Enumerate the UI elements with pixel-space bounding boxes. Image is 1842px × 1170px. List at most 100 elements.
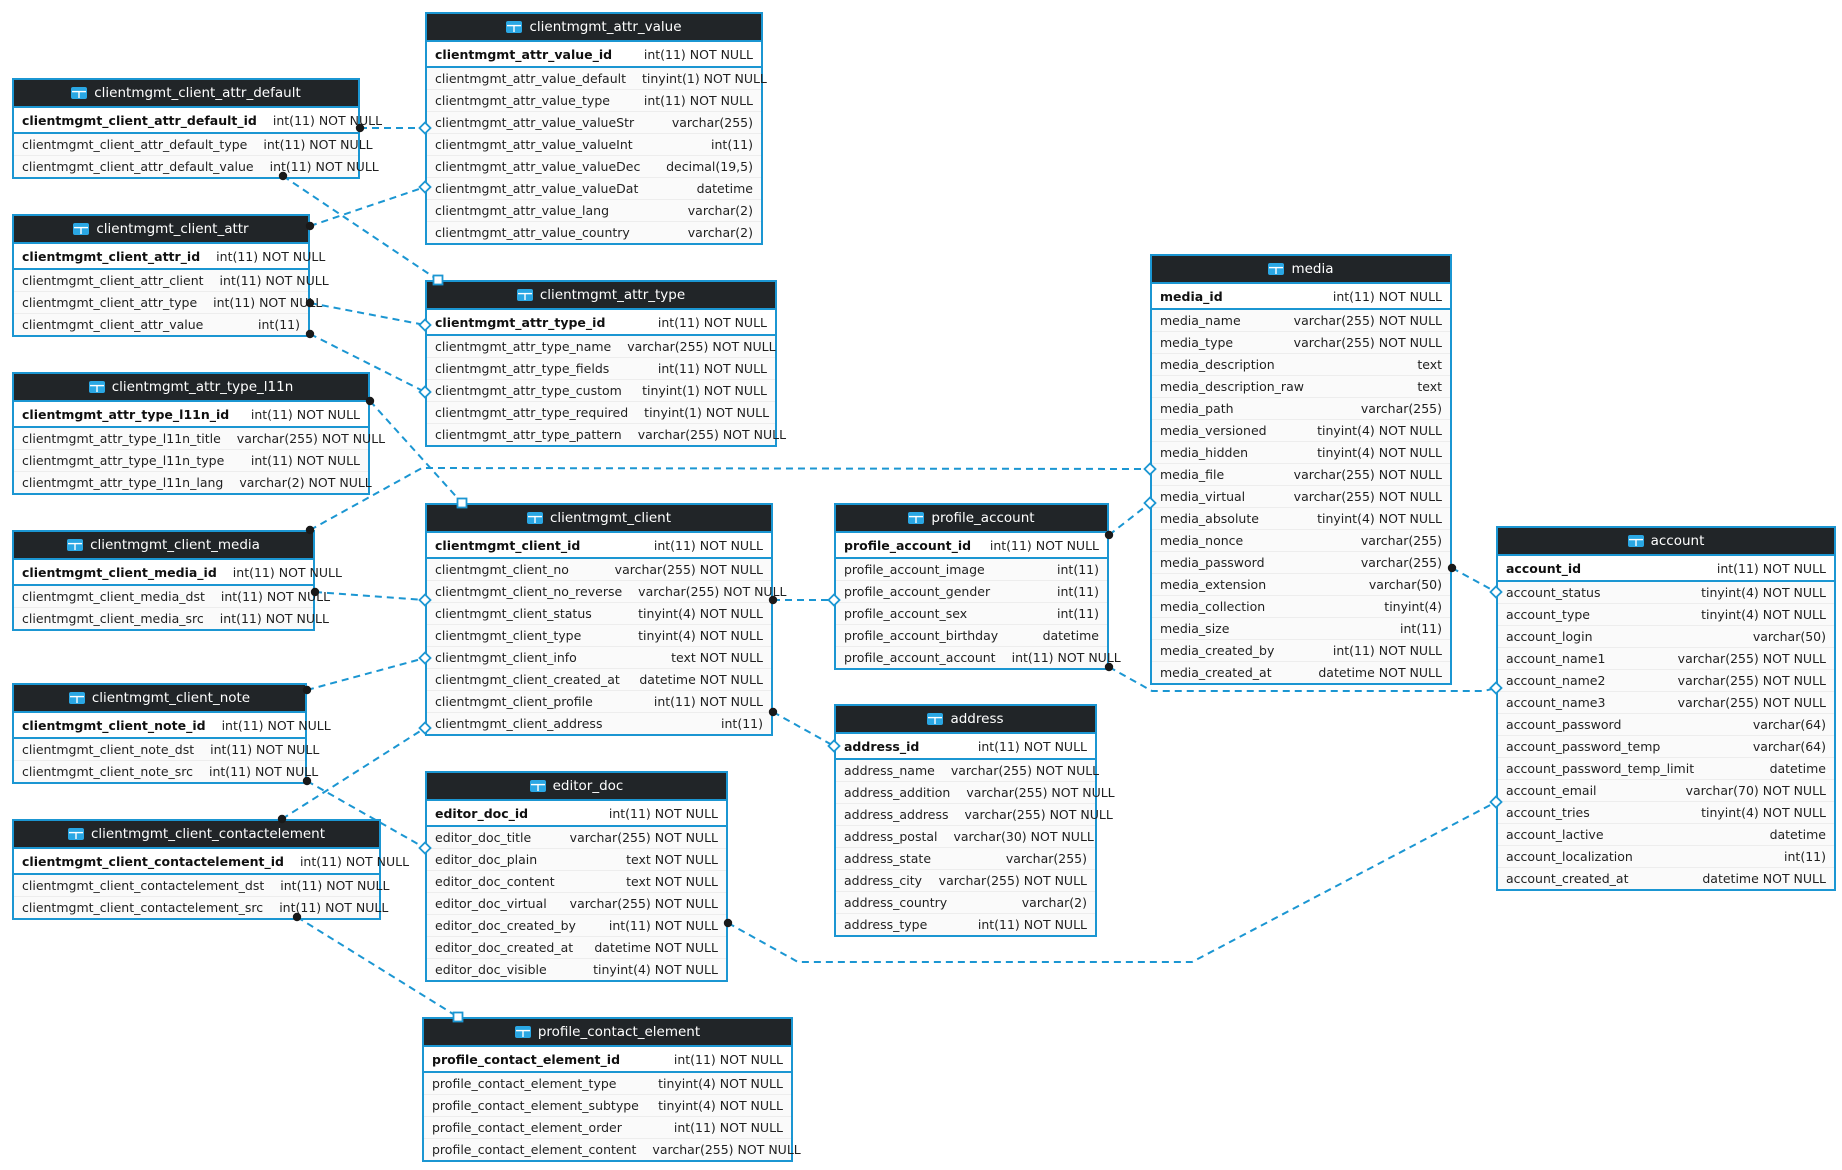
table-header-clientmgmt_client_contactelement[interactable]: clientmgmt_client_contactelement bbox=[14, 821, 379, 849]
column-type: varchar(255) NOT NULL bbox=[652, 1142, 801, 1157]
table-clientmgmt_client_attr[interactable]: clientmgmt_client_attr clientmgmt_client_… bbox=[12, 214, 329, 337]
column-name: clientmgmt_attr_value_type bbox=[435, 93, 610, 108]
table-clientmgmt_client_media[interactable]: clientmgmt_client_media clientmgmt_client… bbox=[12, 530, 342, 631]
column-type: int(11) NOT NULL bbox=[209, 764, 319, 779]
table-name: address bbox=[950, 711, 1004, 727]
column-name: editor_doc_created_by bbox=[435, 918, 576, 933]
table-header-profile_contact_element[interactable]: profile_contact_element bbox=[424, 1019, 791, 1047]
table-name: clientmgmt_client_media bbox=[90, 537, 260, 553]
table-header-address[interactable]: address bbox=[836, 706, 1095, 734]
column-name: clientmgmt_attr_type_fields bbox=[435, 361, 610, 376]
column-type: varchar(255) NOT NULL bbox=[638, 584, 787, 599]
table-header-clientmgmt_client[interactable]: clientmgmt_client bbox=[427, 505, 771, 533]
column-name: media_password bbox=[1160, 555, 1265, 570]
column-name: account_name3 bbox=[1506, 695, 1606, 710]
column-type: int(11) NOT NULL bbox=[250, 453, 360, 468]
column-name: media_versioned bbox=[1160, 423, 1267, 438]
column-type: int(11) NOT NULL bbox=[269, 159, 379, 174]
column-name: profile_account_sex bbox=[844, 606, 968, 621]
column-type: varchar(255) bbox=[1360, 401, 1442, 416]
table-header-editor_doc[interactable]: editor_doc bbox=[427, 773, 726, 801]
column-name: media_type bbox=[1160, 335, 1234, 350]
column-type: varchar(50) bbox=[1752, 629, 1826, 644]
table-header-clientmgmt_client_note[interactable]: clientmgmt_client_note bbox=[14, 685, 305, 713]
table-name: profile_contact_element bbox=[537, 1024, 701, 1040]
column-type: varchar(50) bbox=[1368, 577, 1442, 592]
column-name: clientmgmt_attr_type_l11n_id bbox=[22, 407, 230, 422]
column-type: text NOT NULL bbox=[626, 874, 718, 889]
column-name: profile_contact_element_type bbox=[432, 1076, 617, 1091]
table-header-account[interactable]: account bbox=[1498, 528, 1834, 556]
table-header-clientmgmt_client_attr[interactable]: clientmgmt_client_attr bbox=[14, 216, 308, 244]
table-profile_contact_element[interactable]: profile_contact_element profile_contact_e… bbox=[422, 1017, 801, 1162]
column-type: tinyint(4) NOT NULL bbox=[1317, 511, 1442, 526]
table-header-clientmgmt_client_media[interactable]: clientmgmt_client_media bbox=[14, 532, 313, 560]
column-name: clientmgmt_attr_value_id bbox=[435, 47, 613, 62]
column-type: varchar(255) NOT NULL bbox=[938, 873, 1087, 888]
column-type: int(11) NOT NULL bbox=[272, 113, 383, 128]
column-name: media_description bbox=[1160, 357, 1275, 372]
column-name: address_type bbox=[844, 917, 928, 932]
column-type: varchar(255) NOT NULL bbox=[1677, 651, 1826, 666]
table-clientmgmt_attr_value[interactable]: clientmgmt_attr_value clientmgmt_attr_val… bbox=[425, 12, 767, 245]
column-name: media_size bbox=[1160, 621, 1230, 636]
column-name: clientmgmt_client_attr_id bbox=[22, 249, 201, 264]
table-icon bbox=[908, 512, 925, 524]
column-name: clientmgmt_attr_type_l11n_lang bbox=[22, 475, 224, 490]
column-name: media_extension bbox=[1160, 577, 1267, 592]
table-clientmgmt_attr_type_l11n[interactable]: clientmgmt_attr_type_l11n clientmgmt_attr… bbox=[12, 372, 385, 495]
column-name: account_created_at bbox=[1506, 871, 1629, 886]
column-type: varchar(255) NOT NULL bbox=[1293, 489, 1442, 504]
column-name: profile_account_account bbox=[844, 650, 996, 665]
column-name: media_name bbox=[1160, 313, 1241, 328]
table-header-profile_account[interactable]: profile_account bbox=[836, 505, 1107, 533]
column-name: profile_contact_element_content bbox=[432, 1142, 637, 1157]
column-type: varchar(70) NOT NULL bbox=[1685, 783, 1826, 798]
column-type: varchar(255) bbox=[1360, 533, 1442, 548]
column-type: int(11) NOT NULL bbox=[1332, 643, 1442, 658]
table-icon bbox=[529, 780, 546, 792]
column-name: clientmgmt_client_contactelement_src bbox=[22, 900, 264, 915]
column-type: int(11) bbox=[258, 317, 300, 332]
column-type: text bbox=[1417, 357, 1442, 372]
table-clientmgmt_attr_type[interactable]: clientmgmt_attr_type clientmgmt_attr_type… bbox=[425, 280, 786, 447]
table-header-clientmgmt_attr_value[interactable]: clientmgmt_attr_value bbox=[427, 14, 761, 42]
column-type: varchar(2) bbox=[687, 203, 753, 218]
table-header-clientmgmt_attr_type[interactable]: clientmgmt_attr_type bbox=[427, 282, 775, 310]
table-header-clientmgmt_client_attr_default[interactable]: clientmgmt_client_attr_default bbox=[14, 80, 358, 108]
column-type: varchar(255) NOT NULL bbox=[966, 785, 1115, 800]
column-type: int(11) bbox=[1784, 849, 1826, 864]
table-header-media[interactable]: media bbox=[1152, 256, 1450, 284]
table-header-clientmgmt_attr_type_l11n[interactable]: clientmgmt_attr_type_l11n bbox=[14, 374, 368, 402]
